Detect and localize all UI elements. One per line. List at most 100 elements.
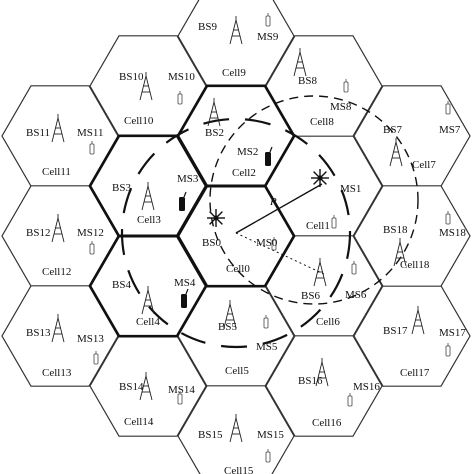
- cell-label: Cell18: [400, 259, 430, 271]
- tower-icon: [51, 114, 65, 143]
- bs-label: BS17: [383, 325, 408, 337]
- bs-label: BS10: [119, 71, 144, 83]
- tower-icon: [229, 414, 243, 443]
- tower-icon: [393, 238, 407, 267]
- mobile-station-icon: [177, 391, 183, 405]
- ms-label: MS15: [257, 429, 284, 441]
- mobile-station-icon: [343, 79, 349, 93]
- mobile-station-icon: [331, 215, 337, 229]
- bs-label: BS0: [202, 237, 221, 249]
- bs-label: BS14: [119, 381, 144, 393]
- ms-label: MS2: [237, 146, 258, 158]
- mobile-station-icon: [265, 13, 271, 27]
- ms-label: MS7: [439, 124, 461, 136]
- bs-label: BS7: [383, 124, 402, 136]
- tower-icon: [141, 286, 155, 315]
- tower-icon: [51, 214, 65, 243]
- bs-label: BS16: [298, 375, 323, 387]
- bs-label: BS8: [298, 75, 317, 87]
- cell-label: Cell11: [42, 166, 71, 178]
- cell-label: Cell10: [124, 115, 154, 127]
- tower-icon: [51, 314, 65, 343]
- bs-label: BS15: [198, 429, 223, 441]
- bs-label: BS3: [112, 182, 131, 194]
- cell-label: Cell2: [232, 167, 256, 179]
- dashed-coverage-circle: [209, 95, 419, 305]
- ms-label: MS4: [174, 277, 196, 289]
- tower-icon: [139, 72, 153, 101]
- cell-label: Cell17: [400, 367, 430, 379]
- mobile-station-icon: [89, 241, 95, 255]
- tower-icon: [293, 48, 307, 77]
- mobile-station-icon: [181, 288, 189, 308]
- dashed-arc-circle: [120, 117, 352, 349]
- bs-label: BS9: [198, 21, 217, 33]
- radius-line: [235, 183, 323, 234]
- cell-label: Cell8: [310, 116, 334, 128]
- ms-label: MS1: [340, 183, 361, 195]
- mobile-station-icon: [265, 449, 271, 463]
- ms-label: MS12: [77, 227, 104, 239]
- cell-label: Cell3: [137, 214, 161, 226]
- bs-label: BS6: [301, 290, 320, 302]
- bs-label: BS5: [218, 321, 237, 333]
- tower-icon: [141, 182, 155, 211]
- cell-label: Cell13: [42, 367, 72, 379]
- mobile-station-icon: [265, 146, 273, 166]
- mobile-station-icon: [179, 191, 187, 211]
- mobile-station-icon: [89, 141, 95, 155]
- cell-label: Cell9: [222, 67, 246, 79]
- cell-label: Cell7: [412, 159, 436, 171]
- ms-label: MS8: [330, 101, 352, 113]
- ms-label: MS0: [256, 237, 278, 249]
- ms-label: MS6: [345, 289, 367, 301]
- bs-label: BS4: [112, 279, 131, 291]
- tower-icon: [389, 138, 403, 167]
- tower-icon: [313, 258, 327, 287]
- hex-cell-15: [177, 385, 295, 474]
- tower-icon: [207, 98, 221, 127]
- ms-label: MS13: [77, 333, 104, 345]
- bs-label: BS11: [26, 127, 50, 139]
- mobile-station-icon: [351, 261, 357, 275]
- mobile-station-icon: [177, 91, 183, 105]
- base-station-star-icon: [207, 209, 225, 227]
- mobile-station-icon: [445, 211, 451, 225]
- ms-label: MS11: [77, 127, 104, 139]
- cell-label: Cell16: [312, 417, 342, 429]
- bs-label: BS12: [26, 227, 50, 239]
- ms-label: MS10: [168, 71, 195, 83]
- bs-label: BS2: [205, 127, 224, 139]
- ms-label: MS17: [439, 327, 466, 339]
- mobile-station-icon: [271, 237, 277, 251]
- interference-overlay: R: [120, 95, 419, 349]
- tower-icon: [315, 358, 329, 387]
- tower-icon: [229, 16, 243, 45]
- tower-icon: [411, 306, 425, 335]
- ms-label: MS14: [168, 384, 195, 396]
- hex-cell-16: [265, 335, 383, 437]
- cell-label: Cell14: [124, 416, 154, 428]
- tower-icon: [223, 300, 237, 329]
- dotted-link-bs0-bs6: [235, 232, 325, 275]
- bs-label: BS13: [26, 327, 51, 339]
- ms-label: MS9: [257, 31, 279, 43]
